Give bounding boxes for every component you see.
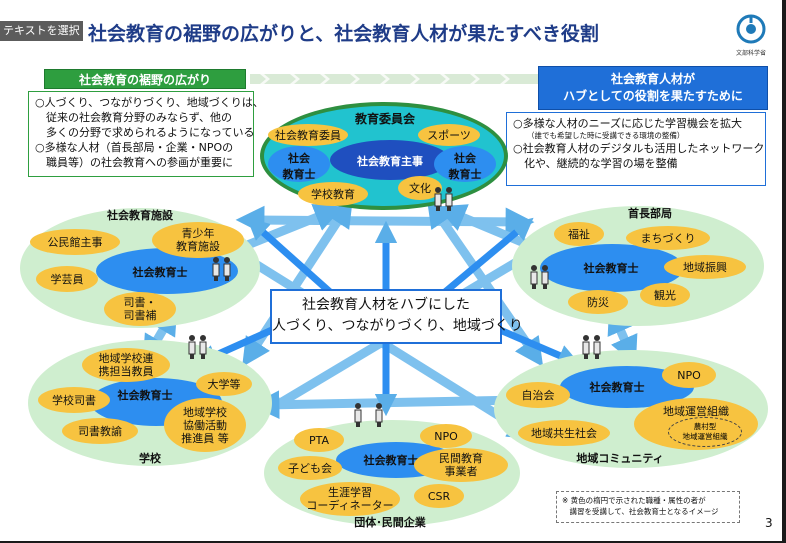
- person-icon: [188, 335, 207, 359]
- facility-role: 学芸員: [36, 266, 98, 292]
- hub-line1: 社会教育人材をハブにした: [302, 297, 470, 313]
- footnote-box: ※ 黄色の楕円で示された職種・属性の者が 講習を受講して、社会教育士となるイメー…: [556, 491, 740, 523]
- facility-role-librarian: 司書・ 司書補: [104, 292, 176, 326]
- org-group-role: 子ども会: [278, 456, 342, 480]
- org-group-role: CSR: [414, 484, 464, 508]
- committee-role: 学校教育: [298, 182, 368, 206]
- community-label: 地域コミュニティ: [576, 452, 664, 465]
- facility-label: 社会教育施設: [107, 209, 173, 222]
- committee-label: 教育委員会: [354, 112, 415, 126]
- person-icon: [582, 335, 601, 359]
- left-line: ○人づくり、つながりづくり、地域づくりは、: [35, 96, 264, 109]
- mayor-center: 社会教育士: [583, 262, 639, 275]
- mayor-role: まちづくり: [626, 226, 710, 250]
- community-sub-role: 農村型 地域運営組織: [668, 417, 742, 447]
- committee-staff-right-ellipse: [434, 146, 496, 182]
- facility-role: 公民館主事: [30, 229, 120, 255]
- mayor-label: 首長部局: [628, 207, 672, 220]
- org-name: 文部科学省: [735, 50, 766, 57]
- footnote-line2: 講習を受講して、社会教育士となるイメージ: [562, 507, 719, 516]
- org-group-role: PTA: [294, 428, 344, 452]
- school-role-liaison: 地域学校連 携担当教員: [82, 348, 170, 382]
- committee-staff-left-ellipse: [268, 146, 330, 182]
- mayor-role: 観光: [640, 283, 690, 307]
- facility-center: 社会教育士: [132, 266, 188, 279]
- committee-role: スポーツ: [418, 124, 480, 146]
- org-group-role: NPO: [420, 424, 472, 448]
- committee-center: 社会教育主事: [357, 155, 423, 168]
- left-line: 職員等）の社会教育への参画が重要に: [35, 156, 233, 169]
- left-panel-heading: 社会教育の裾野の広がり: [44, 69, 246, 89]
- mayor-role: 防災: [568, 290, 628, 314]
- left-panel-box: ○人づくり、つながりづくり、地域づくりは、 従来の社会教育分野のみならず、他の …: [28, 91, 264, 177]
- committee-staff-right: 社会 教育士: [434, 150, 496, 182]
- school-role-coordinator: 地域学校 協働活動 推進員 等: [164, 398, 246, 452]
- right-panel-heading: 社会教育人材が ハブとしての役割を果たすために: [538, 66, 768, 110]
- org-group-role-education: 民間教育 事業者: [414, 448, 508, 482]
- hub-line2: 人づくり、つながりづくり、地域づくり: [272, 318, 523, 334]
- mayor-role: 福祉: [554, 222, 604, 246]
- committee-center-ellipse: [330, 140, 450, 180]
- committee-staff-right-line2: 教育士: [448, 168, 482, 181]
- left-line: 多くの分野で求められるようになっている: [35, 126, 255, 139]
- community-role: NPO: [662, 362, 716, 388]
- school-role: 大学等: [196, 372, 252, 396]
- page-title: 社会教育の裾野の広がりと、社会教育人材が果たすべき役割: [88, 23, 599, 45]
- committee-role: 社会教育委員: [268, 124, 348, 146]
- mext-logo-icon: [736, 14, 766, 44]
- right-line: ○社会教育人材のデジタルも活用したネットワーク: [513, 142, 765, 155]
- select-text-tab[interactable]: テキストを選択: [0, 21, 83, 41]
- footnote-line1: ※ 黄色の楕円で示された職種・属性の者が: [562, 496, 706, 505]
- right-line-note: （誰でも希望した時に受講できる環境の整備）: [527, 131, 685, 140]
- person-icon: [530, 265, 549, 289]
- person-icon: [354, 403, 383, 427]
- org-group-label: 団体･民間企業: [354, 516, 426, 529]
- community-role-organization-label: 地域運営組織: [663, 405, 729, 418]
- committee-staff-left-line2: 教育士: [282, 168, 316, 181]
- right-panel-box: ○多様な人材のニーズに応じた学習機会を拡大 （誰でも希望した時に受講できる環境の…: [506, 112, 766, 186]
- left-line: ○多様な人材（首長部局・企業・NPOの: [35, 141, 234, 154]
- right-line: ○多様な人材のニーズに応じた学習機会を拡大: [513, 117, 743, 130]
- page-number: 3: [765, 516, 773, 530]
- facility-role-youth: 青少年 教育施設: [152, 222, 244, 258]
- school-role: 司書教諭: [62, 418, 138, 444]
- committee-staff-left-line1: 社会: [288, 152, 310, 165]
- committee-staff-left: 社会 教育士: [268, 150, 330, 182]
- org-group-center: 社会教育士: [363, 454, 419, 467]
- right-line: 化や、継続的な学習の場を整備: [513, 157, 678, 170]
- hub-box: 社会教育人材をハブにした 人づくり、つながりづくり、地域づくり: [270, 289, 523, 344]
- school-center: 社会教育士: [117, 389, 173, 402]
- right-heading-line2: ハブとしての役割を果たすために: [563, 89, 743, 103]
- community-center: 社会教育士: [589, 381, 645, 394]
- person-icon: [434, 187, 453, 211]
- mayor-role: 地域振興: [664, 255, 746, 279]
- right-heading-line1: 社会教育人材が: [610, 72, 695, 86]
- org-group-role-lifelong: 生涯学習 コーディネーター: [300, 482, 400, 516]
- community-role: 自治会: [506, 382, 570, 408]
- person-icon: [212, 257, 231, 281]
- left-line: 従来の社会教育分野のみならず、他の: [35, 111, 233, 124]
- committee-staff-right-line1: 社会: [454, 152, 476, 165]
- school-label: 学校: [139, 452, 161, 465]
- community-role: 地域共生社会: [518, 420, 610, 446]
- chevron-band: [250, 74, 538, 84]
- school-role: 学校司書: [38, 387, 110, 413]
